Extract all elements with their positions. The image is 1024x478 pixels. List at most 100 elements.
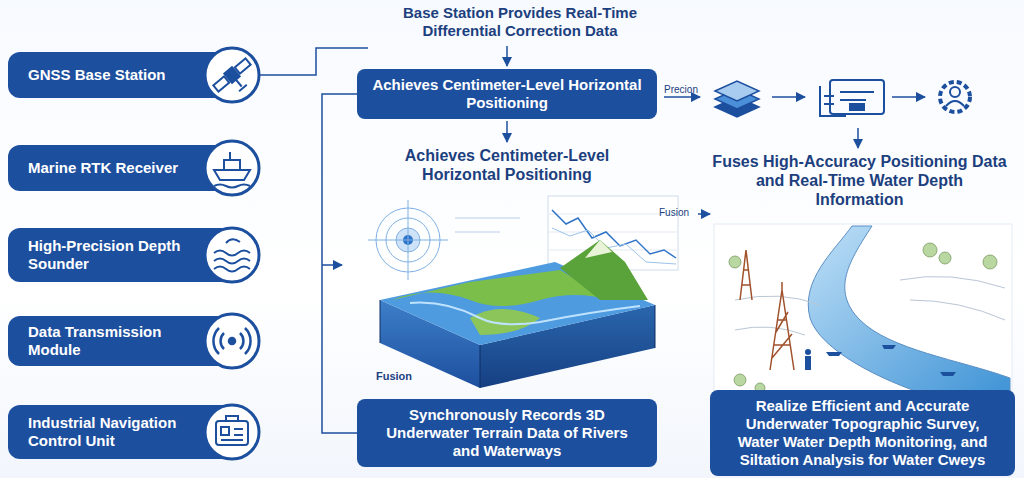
result-box: Realize Efficient and Accurate Underwate… bbox=[710, 390, 1015, 476]
river-landscape-part bbox=[735, 276, 1005, 335]
river-landscape-part-part bbox=[923, 243, 937, 257]
gear-person-icon-part bbox=[950, 87, 960, 97]
river-landscape-part bbox=[714, 224, 1012, 396]
node-text: Marine RTK Receiver bbox=[8, 159, 206, 177]
satellite-icon-part-part bbox=[235, 58, 251, 73]
satellite-icon-part-part bbox=[213, 76, 229, 91]
terrain-model-part bbox=[380, 300, 655, 388]
wave-icon-part-part bbox=[214, 267, 250, 272]
river-landscape-part-part bbox=[939, 252, 951, 264]
line-chart-part bbox=[552, 210, 676, 258]
step-text: Fuses High-Accuracy Positioning Data and… bbox=[712, 152, 1007, 210]
river-landscape-part bbox=[805, 345, 956, 376]
control-unit-icon bbox=[205, 405, 259, 459]
satellite-icon-part-part bbox=[232, 76, 247, 91]
radar-graphic bbox=[368, 200, 520, 280]
terrain-model bbox=[380, 240, 655, 388]
flow-arrow bbox=[506, 46, 508, 66]
flow-arrow bbox=[772, 96, 805, 98]
process-box: Achieves Centimeter-Level Horizontal Pos… bbox=[357, 69, 657, 119]
wave-icon-part bbox=[214, 239, 250, 271]
terrain-model-part bbox=[470, 309, 540, 335]
river-landscape-part-part bbox=[770, 290, 794, 370]
terrain-model-part bbox=[585, 240, 612, 258]
gear-person-icon bbox=[940, 82, 970, 112]
line-chart-part bbox=[548, 214, 678, 250]
river-landscape-part-part bbox=[781, 282, 783, 290]
control-unit-icon-part-part bbox=[216, 421, 248, 445]
arrow-label: Precion bbox=[656, 84, 706, 96]
control-unit-icon-part-part bbox=[226, 416, 238, 421]
river-landscape-part-part bbox=[729, 256, 741, 268]
flow-arrow bbox=[892, 96, 925, 98]
ship-icon-part bbox=[205, 141, 259, 195]
node-text: Data Transmission Module bbox=[8, 323, 206, 359]
ship-icon-part-part bbox=[214, 152, 250, 188]
wave-icon bbox=[205, 228, 259, 282]
node-text: High-Precision Depth Sounder bbox=[8, 237, 206, 273]
wireless-icon-part bbox=[213, 328, 250, 354]
computer-icon-part bbox=[830, 80, 884, 114]
ship-icon-part-part bbox=[224, 160, 240, 170]
computer-icon-part bbox=[820, 86, 874, 116]
flow-arrow bbox=[506, 121, 508, 142]
wireless-icon-part-part bbox=[213, 328, 250, 354]
river-landscape bbox=[714, 224, 1012, 396]
device-pill: Marine RTK Receiver bbox=[8, 145, 248, 191]
node-text: Achieves Centimeter-Level Horizontal Pos… bbox=[371, 76, 643, 112]
river-landscape-part-part bbox=[805, 356, 811, 370]
control-unit-icon-part-part bbox=[221, 429, 243, 440]
device-pill: Industrial Navigation Control Unit bbox=[8, 405, 248, 459]
terrain-model-part bbox=[410, 303, 640, 325]
watermark: Fusion bbox=[364, 370, 424, 383]
flow-arrow bbox=[698, 213, 710, 215]
step-text: Achieves Centimeter-Level Horizontal Pos… bbox=[372, 146, 642, 184]
river-landscape-part-part bbox=[805, 349, 811, 355]
step-text: Base Station Provides Real-Time Differen… bbox=[370, 4, 670, 40]
node-text: GNSS Base Station bbox=[8, 66, 206, 84]
node-text: Realize Efficient and Accurate Underwate… bbox=[724, 397, 1001, 469]
computer-icon bbox=[820, 80, 884, 116]
control-unit-icon-part-part bbox=[221, 427, 229, 435]
node-text: Industrial Navigation Control Unit bbox=[8, 414, 206, 450]
wave-icon-part-part bbox=[214, 251, 250, 256]
flow-arrow bbox=[857, 128, 859, 148]
layers-icon-part bbox=[715, 81, 759, 101]
ship-icon-part-part bbox=[214, 170, 250, 180]
terrain-model-part bbox=[560, 240, 648, 300]
arrow-label: Fusion bbox=[650, 207, 698, 219]
river-landscape-part-part bbox=[740, 250, 752, 300]
wireless-icon-part bbox=[205, 314, 259, 368]
river-landscape-part-part bbox=[940, 372, 956, 376]
layers-icon bbox=[715, 81, 759, 117]
leader-line bbox=[250, 48, 368, 75]
radar-graphic-part bbox=[455, 218, 520, 232]
control-unit-icon-part bbox=[205, 405, 259, 459]
satellite-icon bbox=[205, 48, 259, 102]
river-landscape-part bbox=[729, 243, 997, 393]
satellite-icon-part bbox=[205, 48, 259, 102]
flow-arrow bbox=[322, 264, 342, 266]
process-box: Synchronously Records 3D Underwater Terr… bbox=[357, 399, 657, 467]
wireless-icon-part-part bbox=[229, 338, 235, 344]
river-landscape-part bbox=[808, 226, 1010, 396]
computer-icon-part bbox=[850, 104, 864, 110]
satellite-icon-part-part bbox=[224, 67, 239, 83]
ship-icon-part bbox=[214, 152, 250, 188]
river-landscape-part bbox=[740, 250, 794, 370]
river-landscape-part-part bbox=[826, 352, 842, 356]
wave-icon-part-part bbox=[214, 259, 250, 264]
wireless-icon-part-part bbox=[221, 333, 244, 349]
radar-graphic-part bbox=[368, 200, 448, 280]
node-text: Synchronously Records 3D Underwater Terr… bbox=[371, 406, 643, 460]
wave-icon-part bbox=[205, 228, 259, 282]
device-pill: GNSS Base Station bbox=[8, 52, 248, 98]
device-pill: High-Precision Depth Sounder bbox=[8, 228, 248, 282]
bracket-connector bbox=[322, 94, 357, 433]
wave-icon-part-part bbox=[226, 239, 240, 243]
gear-person-icon-part bbox=[946, 101, 964, 106]
gear-person-icon-part bbox=[940, 82, 970, 112]
control-unit-icon-part bbox=[216, 416, 248, 445]
river-landscape-part-part bbox=[983, 255, 997, 269]
